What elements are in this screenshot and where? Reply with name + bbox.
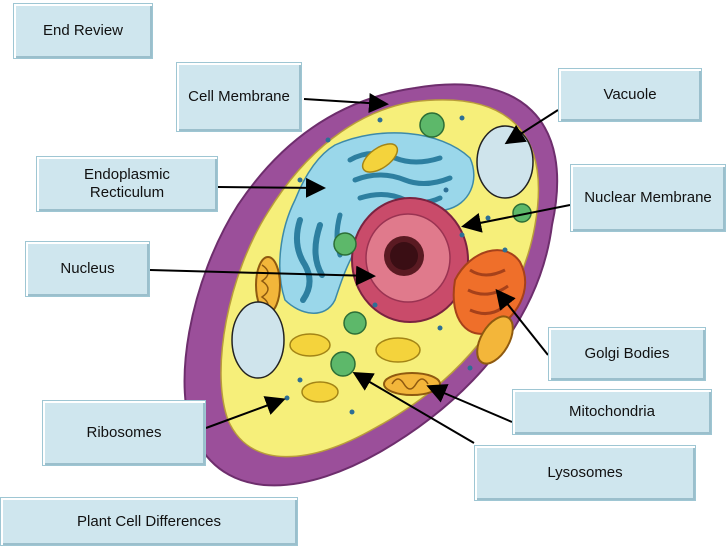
plant-cell-differences-label: Plant Cell Differences [77, 512, 221, 530]
label-ribosomes[interactable]: Ribosomes [42, 400, 206, 466]
lysosomes-text: Lysosomes [547, 464, 623, 481]
label-golgi-bodies[interactable]: Golgi Bodies [548, 327, 706, 381]
mitochondria-shapes [255, 256, 514, 396]
end-review-label: End Review [42, 22, 124, 39]
golgi-bodies-text: Golgi Bodies [584, 345, 670, 362]
lysosomes-shapes [330, 112, 532, 377]
vesicles [289, 143, 421, 403]
label-mitochondria[interactable]: Mitochondria [512, 389, 712, 435]
label-nuclear-membrane[interactable]: Nuclear Membrane [570, 164, 726, 232]
end-review-button[interactable]: End Review [13, 3, 153, 59]
plant-cell-differences-button[interactable]: Plant Cell Differences [0, 497, 298, 546]
label-endoplasmic-reticulum[interactable]: Endoplasmic Recticulum [36, 156, 218, 212]
label-cell-membrane[interactable]: Cell Membrane [176, 62, 302, 132]
nuclear-membrane-text: Nuclear Membrane [584, 189, 712, 206]
label-nucleus[interactable]: Nucleus [25, 241, 150, 297]
pointer-lines [149, 93, 571, 444]
golgi-bodies-shape [452, 249, 527, 335]
label-vacuole[interactable]: Vacuole [558, 68, 702, 122]
nucleus-shape [351, 197, 469, 323]
mitochondria-text: Mitochondria [569, 403, 655, 420]
endoplasmic-reticulum-text: Endoplasmic Recticulum [84, 166, 170, 201]
vacuole-text: Vacuole [603, 86, 657, 103]
ribosome-dots [284, 115, 508, 415]
nucleus-text: Nucleus [60, 260, 115, 277]
ribosomes-text: Ribosomes [86, 424, 162, 441]
label-lysosomes[interactable]: Lysosomes [474, 445, 696, 501]
cell-membrane-text: Cell Membrane [188, 88, 290, 105]
